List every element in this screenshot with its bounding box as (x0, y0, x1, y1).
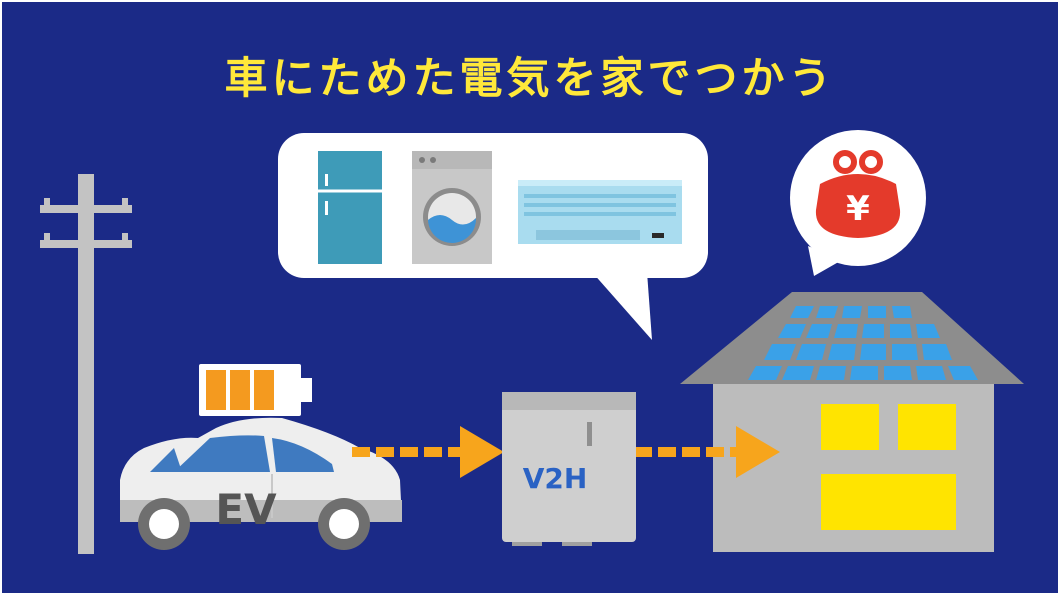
refrigerator-icon (318, 151, 382, 264)
house-icon (680, 292, 1024, 552)
v2h-unit-icon: V2H (502, 392, 636, 546)
battery-icon (199, 364, 312, 416)
house-window (898, 404, 956, 450)
house-window (821, 404, 879, 450)
power-flow-arrow (352, 426, 504, 478)
air-conditioner-icon (518, 180, 682, 244)
ev-car-icon: EV (120, 417, 402, 550)
utility-pole-icon (40, 174, 132, 554)
page-title: 車にためた電気を家でつかう (224, 54, 836, 104)
solar-panel-icon (748, 306, 978, 380)
washing-machine-icon (412, 151, 492, 264)
power-flow-arrow (634, 426, 780, 478)
v2h-label: V2H (523, 462, 588, 495)
wallet-icon: ¥ (815, 150, 901, 238)
ev-label: EV (215, 485, 277, 534)
house-window (821, 474, 956, 530)
yen-symbol: ¥ (846, 189, 870, 229)
